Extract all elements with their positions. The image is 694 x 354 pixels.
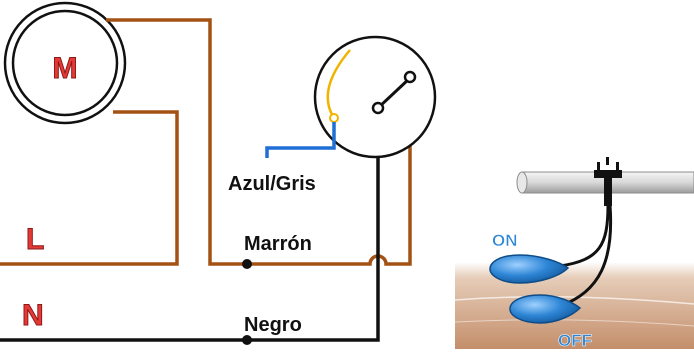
motor-label: M: [53, 52, 78, 85]
yellow-arc: [326, 49, 351, 119]
label-line-l: L: [26, 223, 44, 256]
label-azul-gris: Azul/Gris: [228, 173, 316, 195]
motor-symbol: M: [3, 1, 127, 125]
contact-yellow: [329, 113, 339, 123]
float-ball-on: [489, 254, 570, 284]
float-ball-off: [509, 294, 582, 324]
cable-off: [559, 204, 613, 308]
black-wire-neutral: [0, 110, 380, 342]
label-off: OFF: [558, 331, 592, 349]
cable-on: [559, 204, 610, 268]
label-neutral-n: N: [22, 299, 44, 332]
label-negro: Negro: [244, 314, 302, 336]
contact-common: [371, 101, 385, 115]
float-illustration: ON OFF: [454, 157, 694, 350]
brown-wire-motor-right: [0, 110, 179, 266]
switch-lever: [376, 76, 412, 110]
brown-wire-motor-top: [106, 18, 247, 266]
junction-black: [242, 335, 252, 345]
label-on: ON: [492, 231, 518, 250]
label-marron: Marrón: [244, 233, 312, 255]
cable-clamp: [594, 157, 622, 206]
junction-brown: [242, 259, 252, 269]
float-switch-symbol: [313, 35, 437, 159]
black-wires: [0, 110, 380, 342]
contact-right: [403, 70, 417, 84]
blue-wire: [265, 122, 336, 158]
